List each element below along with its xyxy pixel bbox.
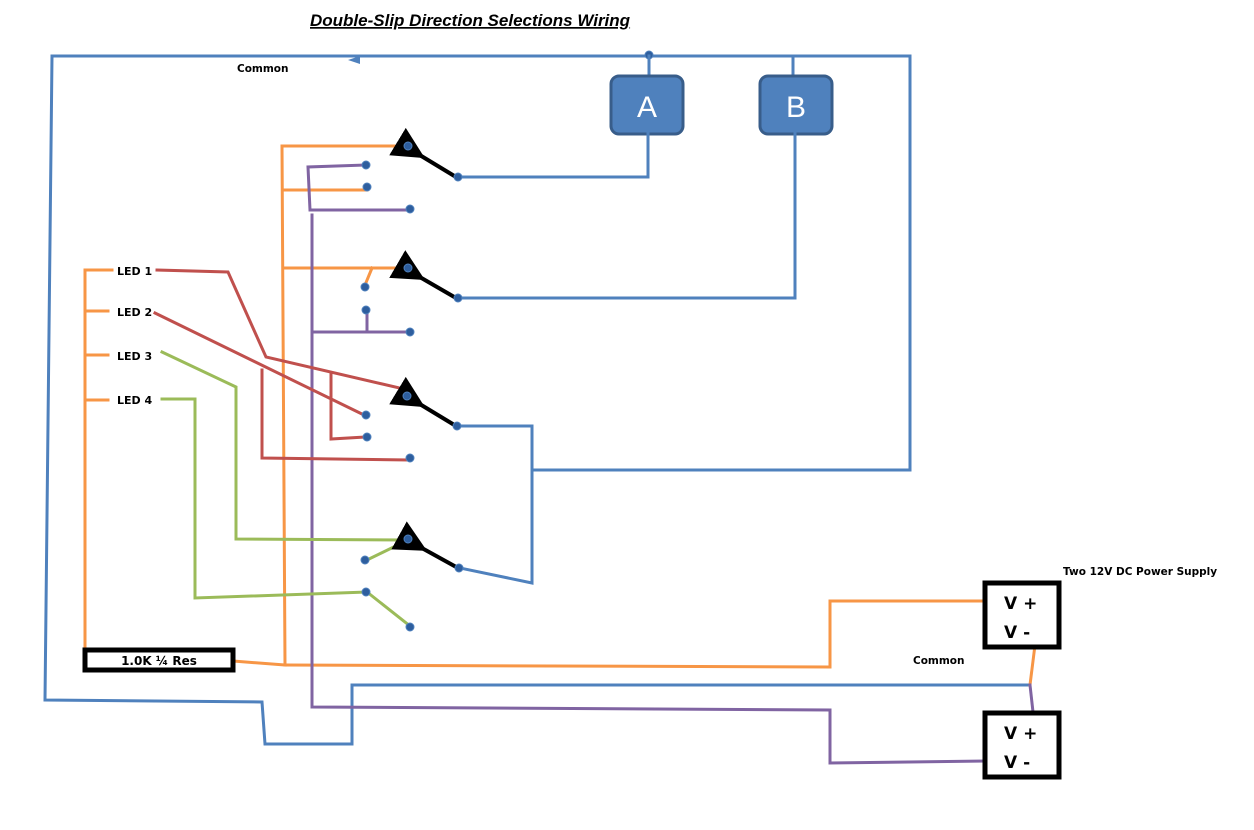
common-label-top: Common (237, 63, 289, 75)
switch-4 (391, 521, 459, 570)
relay-a-label: A (637, 91, 657, 124)
led-2-label: LED 2 (117, 306, 152, 319)
common-label-bottom: Common (913, 655, 965, 667)
psu-2-plus: V + (1004, 724, 1037, 744)
led-4-label: LED 4 (117, 394, 152, 407)
switch-common-wire (456, 424, 534, 585)
resistor-label: 1.0K ¼ Res (121, 654, 197, 668)
switch-2 (389, 250, 458, 300)
diagram-title: Double-Slip Direction Selections Wiring (310, 11, 631, 30)
red-return-wire (260, 368, 410, 462)
power-supply-2: V + V - (982, 710, 1062, 780)
relay-b: B (456, 54, 834, 300)
common-wire (43, 50, 1032, 746)
relay-a: A (456, 54, 685, 179)
switch-1 (389, 127, 458, 179)
led-1-label: LED 1 (117, 265, 152, 278)
flow-arrow-icon (348, 56, 360, 64)
terminal-dots (360, 141, 464, 632)
led-1-wire (155, 268, 410, 392)
resistor: 1.0K ¼ Res (82, 647, 236, 673)
psu-1-minus: V - (1004, 623, 1030, 643)
psu-2-minus: V - (1004, 753, 1030, 773)
psu-1-plus: V + (1004, 594, 1037, 614)
power-supply-1: V + V - (982, 580, 1062, 650)
switch-3 (389, 376, 458, 428)
purple-negative-wire (306, 163, 1035, 765)
power-supply-label: Two 12V DC Power Supply (1063, 566, 1217, 578)
red-crossover-wire (329, 371, 368, 441)
led-3-label: LED 3 (117, 350, 152, 363)
relay-b-label: B (786, 91, 806, 124)
orange-positive-wire (83, 144, 1037, 687)
led-4-wire (160, 397, 413, 629)
